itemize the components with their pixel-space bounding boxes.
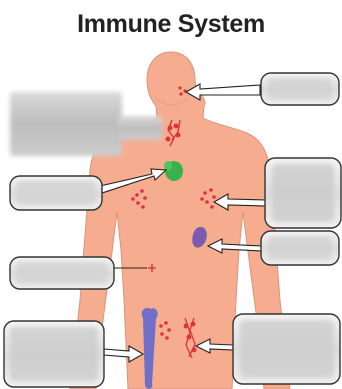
label-box-neck-nodes	[10, 92, 122, 156]
arrow-tonsils	[186, 84, 260, 100]
label-box-neck-nodes-tab	[118, 116, 162, 140]
